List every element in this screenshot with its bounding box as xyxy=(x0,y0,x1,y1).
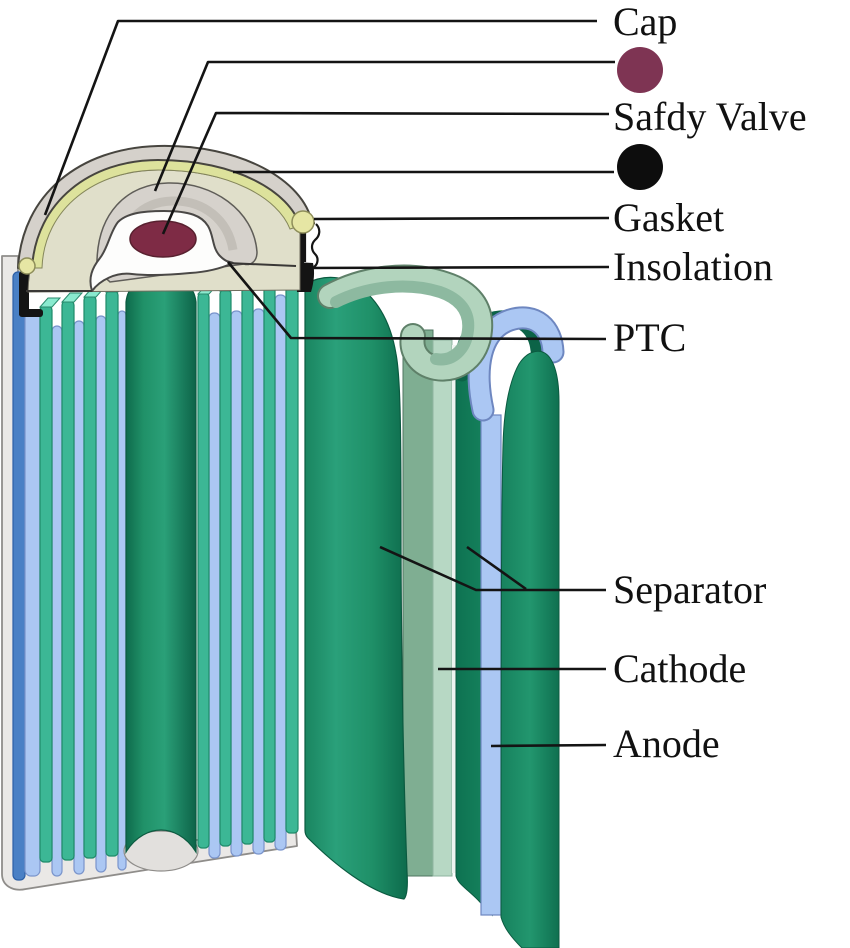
outer-anode-stripe xyxy=(12,271,26,881)
fin-top-bevel xyxy=(60,292,84,303)
cathode-sheet xyxy=(432,339,453,877)
anode-stripe xyxy=(51,325,63,877)
label-insulation: Insolation xyxy=(613,244,773,289)
separator-fin xyxy=(61,300,75,861)
anode-stripe xyxy=(24,311,41,877)
separator-fin xyxy=(105,290,119,857)
separator-fin xyxy=(83,295,97,859)
gasket-bead-right xyxy=(291,210,315,234)
separator-fin xyxy=(241,286,254,845)
anode-stripe xyxy=(208,312,221,859)
rolled-electrode-sheets xyxy=(304,264,565,948)
can-floor-hump xyxy=(123,830,199,872)
gasket-bead-left xyxy=(18,257,36,275)
leader-insulation xyxy=(304,265,610,270)
label-ptc: PTC xyxy=(613,315,686,360)
leader-anode xyxy=(490,743,607,748)
electrode-stack-cross-section xyxy=(12,269,308,881)
leader-cap xyxy=(43,19,597,216)
anode-stripe xyxy=(73,320,85,875)
cathode-sheet-back xyxy=(402,329,434,877)
label-cathode: Cathode xyxy=(613,646,746,691)
separator-fin xyxy=(263,283,276,843)
label-gasket: Gasket xyxy=(613,195,724,240)
leader-separator-2 xyxy=(466,545,527,591)
cathode-curl-sage xyxy=(330,280,475,366)
vent-disc xyxy=(129,220,197,258)
label-separator: Separator xyxy=(613,567,766,612)
leader-safety-valve xyxy=(161,111,610,235)
label-cap: Cap xyxy=(613,0,677,44)
insulation-left-bar xyxy=(19,272,29,316)
separator-fin xyxy=(197,292,210,849)
anode-stripe xyxy=(117,310,127,871)
anode-stripe xyxy=(230,310,243,857)
leader-separator xyxy=(379,545,606,592)
center-electrode-cylinder xyxy=(125,275,197,855)
fin-top-bevel xyxy=(38,297,62,308)
anode-sheet xyxy=(480,414,502,916)
cap-base-line-right xyxy=(227,262,297,267)
label-anode: Anode xyxy=(613,721,720,766)
anode-curl xyxy=(469,308,563,420)
valve-color-dot xyxy=(617,144,663,190)
anode-stripe xyxy=(274,294,287,851)
separator-sheet-front xyxy=(304,276,408,900)
separator-fin xyxy=(285,277,299,834)
crimp-channel-right-edge xyxy=(310,223,321,268)
anode-stripe xyxy=(95,315,107,873)
leader-gasket xyxy=(313,216,610,221)
label-column: Cap Safdy Valve Gasket Insolation PTC Se… xyxy=(613,0,807,766)
separator-sheet-right xyxy=(500,350,560,948)
cap-color-dot xyxy=(617,47,663,93)
leader-cap-dot xyxy=(153,60,615,192)
separator-fin xyxy=(39,305,53,863)
leader-lines xyxy=(43,19,615,748)
separator-fin xyxy=(219,289,232,847)
cathode-curl-pale xyxy=(319,266,492,380)
anode-stripe xyxy=(252,308,265,855)
leader-ptc xyxy=(226,261,607,341)
insulation-left-foot xyxy=(19,309,43,317)
cathode-sheet-highlight xyxy=(452,345,456,873)
label-safety-valve: Safdy Valve xyxy=(613,94,807,139)
